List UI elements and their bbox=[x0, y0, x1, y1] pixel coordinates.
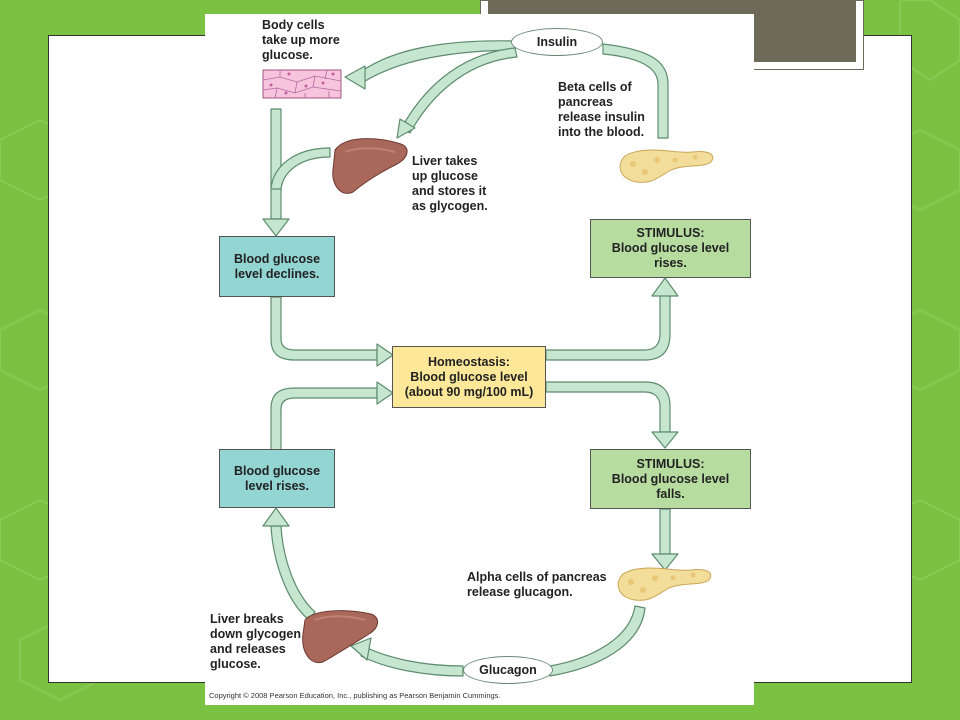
arrowhead-body-cells bbox=[344, 65, 366, 90]
arrow-alpha-to-glucagon bbox=[549, 605, 646, 677]
arrow-liver-join bbox=[270, 147, 331, 190]
homeostasis-box: Homeostasis: Blood glucose level (about … bbox=[392, 346, 546, 408]
arrowhead-liver-top bbox=[396, 118, 416, 139]
arrowhead-alpha-pancreas bbox=[651, 553, 679, 571]
arrowhead-rises bbox=[262, 507, 290, 527]
liver-icon bbox=[302, 610, 378, 664]
copyright-text: Copyright © 2008 Pearson Education, Inc.… bbox=[209, 691, 501, 700]
beta-cells-label: Beta cells of pancreas release insulin i… bbox=[558, 80, 645, 139]
arrowhead-declines bbox=[262, 218, 290, 237]
arrow-homeostasis-to-stimulus-falls bbox=[545, 381, 671, 433]
cell-tissue-icon bbox=[262, 69, 342, 99]
arrowhead-stimulus-falls bbox=[651, 431, 679, 449]
arrow-liver-to-rises bbox=[270, 525, 316, 621]
pancreas-icon bbox=[619, 149, 714, 183]
arrow-insulin-to-body-cells bbox=[354, 40, 516, 86]
liver-takes-label: Liver takes up glucose and stores it as … bbox=[412, 154, 488, 213]
arrows-layer bbox=[262, 40, 714, 677]
arrowhead-liver-bottom bbox=[350, 637, 372, 661]
blood-glucose-rises-box: Blood glucose level rises. bbox=[219, 449, 335, 508]
arrow-body-cells-down bbox=[270, 108, 282, 220]
insulin-oval: Insulin bbox=[511, 28, 603, 56]
arrow-rises-to-homeostasis bbox=[270, 387, 378, 451]
glucose-regulation-diagram: Insulin Glucagon Body cells take up more… bbox=[205, 14, 754, 705]
arrow-falls-to-pancreas bbox=[659, 508, 671, 555]
arrow-declines-to-homeostasis bbox=[270, 296, 378, 361]
blood-glucose-declines-box: Blood glucose level declines. bbox=[219, 236, 335, 297]
arrowhead-stimulus-rises bbox=[651, 277, 679, 297]
arrow-homeostasis-to-stimulus-rises bbox=[545, 293, 671, 361]
alpha-cells-label: Alpha cells of pancreas release glucagon… bbox=[467, 570, 607, 599]
body-cells-label: Body cells take up more glucose. bbox=[262, 18, 340, 62]
liver-breaks-label: Liver breaks down glycogen and releases … bbox=[210, 612, 301, 671]
arrow-beta-to-insulin bbox=[602, 43, 669, 139]
arrowhead-homeostasis-bottom bbox=[376, 381, 394, 405]
stimulus-rises-box: STIMULUS: Blood glucose level rises. bbox=[590, 219, 751, 278]
arrowhead-homeostasis-top bbox=[376, 343, 394, 367]
stimulus-falls-box: STIMULUS: Blood glucose level falls. bbox=[590, 449, 751, 509]
liver-icon bbox=[332, 138, 408, 194]
glucagon-oval: Glucagon bbox=[463, 656, 553, 684]
pancreas-icon bbox=[617, 567, 712, 601]
arrow-glucagon-to-liver bbox=[360, 646, 464, 677]
